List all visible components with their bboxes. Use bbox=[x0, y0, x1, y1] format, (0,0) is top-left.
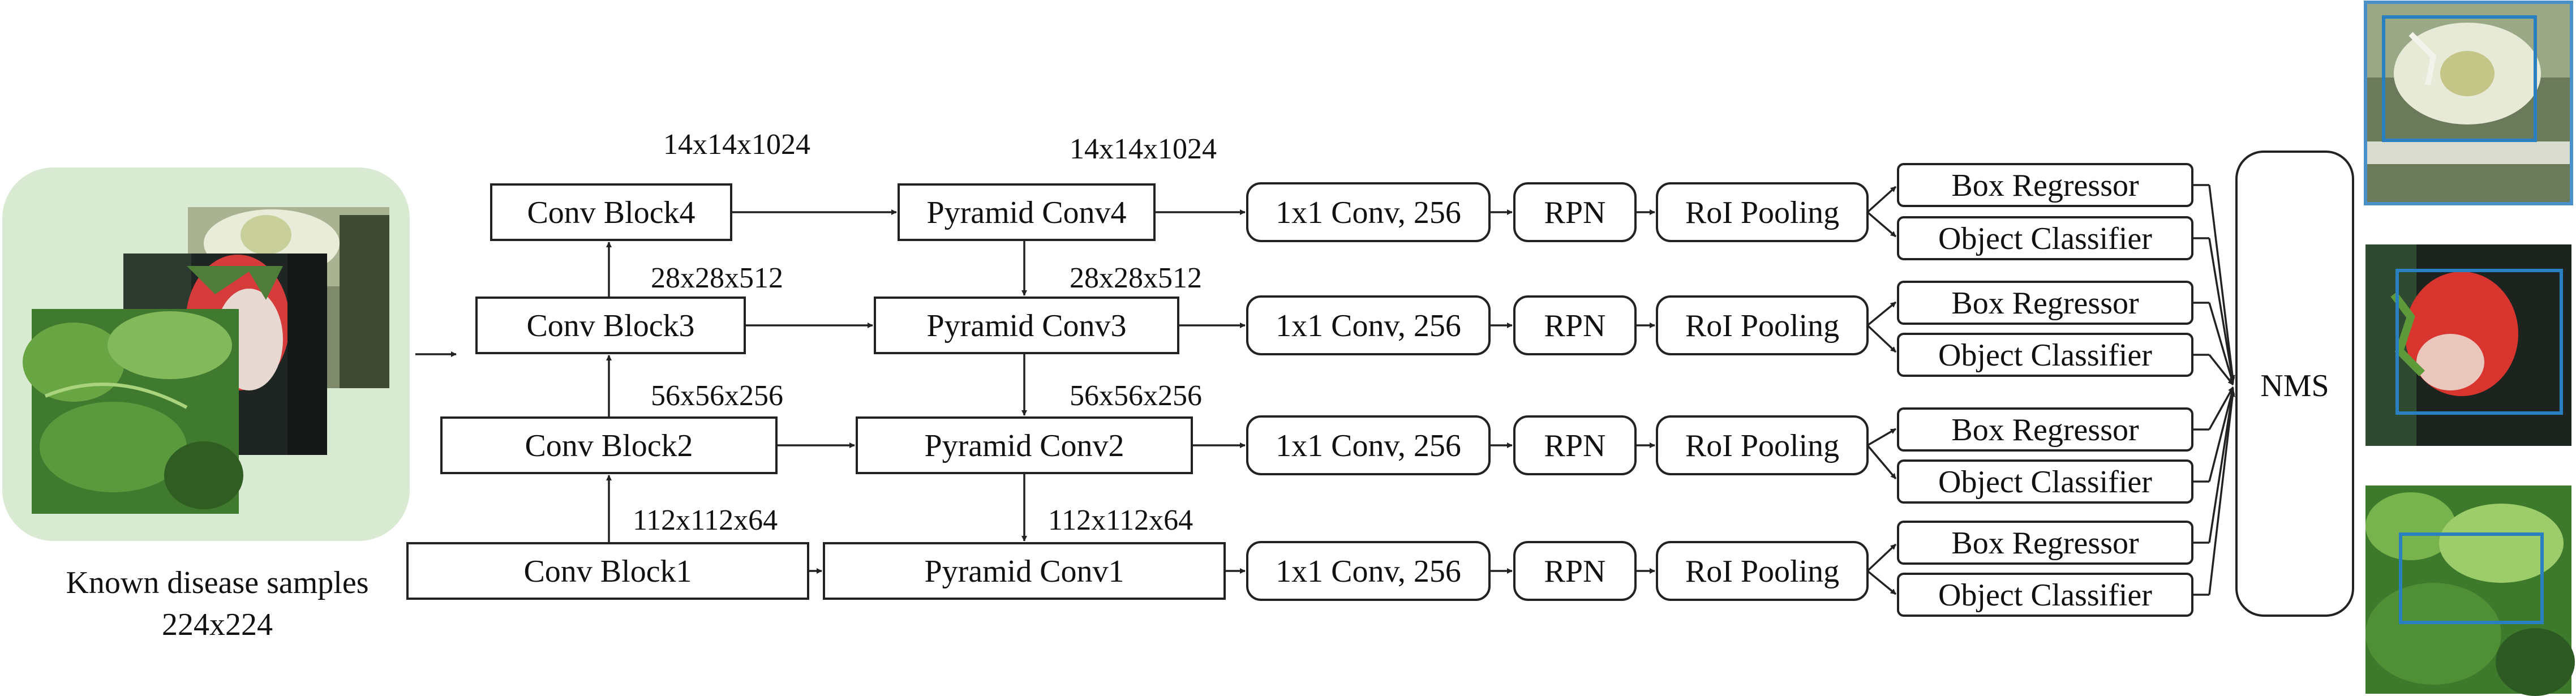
pyramid-conv2-box bbox=[856, 416, 1193, 474]
head-row-4: 1x1 Conv, 256 RPN RoI Pooling Box Regres… bbox=[1246, 163, 2193, 260]
dim-label-pyramid3: 28x28x512 bbox=[1070, 262, 1202, 294]
object-classifier-label-1: Object Classifier bbox=[1938, 578, 2152, 613]
rpn-label-2: RPN bbox=[1544, 428, 1606, 463]
rpn-label-4: RPN bbox=[1544, 195, 1606, 230]
arrow-roi-to-box-1 bbox=[1866, 543, 1897, 572]
pyramid-conv1-label: Pyramid Conv1 bbox=[924, 554, 1124, 589]
nms-box bbox=[2235, 151, 2354, 617]
arrow-roi-to-cls-4 bbox=[1866, 211, 1897, 238]
roi-pooling-label-4: RoI Pooling bbox=[1685, 195, 1839, 230]
dim-label-pyramid1: 112x112x64 bbox=[1048, 504, 1193, 536]
head-row-1: 1x1 Conv, 256 RPN RoI Pooling Box Regres… bbox=[1246, 521, 2193, 617]
box-regressor-label-4: Box Regressor bbox=[1951, 168, 2139, 203]
arrow-roi-to-cls-3 bbox=[1866, 324, 1897, 353]
head-row-3: 1x1 Conv, 256 RPN RoI Pooling Box Regres… bbox=[1246, 281, 2193, 377]
dim-label-block2: 56x56x256 bbox=[651, 380, 783, 412]
pyramid-conv2-label: Pyramid Conv2 bbox=[924, 428, 1124, 463]
pyramid-conv4-label: Pyramid Conv4 bbox=[926, 195, 1126, 230]
arrow-roi-to-cls-2 bbox=[1866, 444, 1897, 480]
conv-block3-box bbox=[475, 297, 746, 354]
dim-label-pyramid2: 56x56x256 bbox=[1070, 380, 1202, 412]
conv-block4-label: Conv Block4 bbox=[527, 195, 695, 230]
head-row-2: 1x1 Conv, 256 RPN RoI Pooling Box Regres… bbox=[1246, 407, 2193, 504]
conv1x1-label-1: 1x1 Conv, 256 bbox=[1276, 554, 1461, 589]
conv-block3-label: Conv Block3 bbox=[526, 308, 694, 343]
input-caption-line1: Known disease samples bbox=[66, 565, 368, 600]
object-classifier-label-4: Object Classifier bbox=[1938, 221, 2152, 256]
arrow-roi-to-box-2 bbox=[1867, 428, 1896, 446]
arrow-roi-to-cls-1 bbox=[1866, 570, 1897, 595]
pyramid-column: Pyramid Conv4 Pyramid Conv3 Pyramid Conv… bbox=[823, 183, 1226, 600]
pyramid-conv1-box bbox=[823, 542, 1226, 600]
pyramid-conv3-label: Pyramid Conv3 bbox=[926, 308, 1126, 343]
box-regressor-label-2: Box Regressor bbox=[1951, 413, 2139, 448]
conv1x1-label-3: 1x1 Conv, 256 bbox=[1276, 308, 1461, 343]
output-image-leaves bbox=[2365, 486, 2575, 696]
output-image-flower bbox=[2364, 1, 2573, 205]
rpn-label-1: RPN bbox=[1544, 554, 1606, 589]
backbone-column: Conv Block4 Conv Block3 Conv Block2 Conv… bbox=[406, 183, 809, 600]
dim-label-block1: 112x112x64 bbox=[633, 504, 778, 536]
dim-label-block3: 28x28x512 bbox=[651, 262, 783, 294]
roi-pooling-label-3: RoI Pooling bbox=[1685, 308, 1839, 343]
box-regressor-label-3: Box Regressor bbox=[1951, 286, 2139, 321]
roi-pooling-label-2: RoI Pooling bbox=[1685, 428, 1839, 463]
conv1x1-label-2: 1x1 Conv, 256 bbox=[1276, 428, 1461, 463]
detection-box-flower bbox=[2382, 15, 2537, 142]
arrow-roi-to-box-3 bbox=[1866, 301, 1897, 326]
input-panel bbox=[2, 167, 410, 541]
conv-block2-box bbox=[440, 416, 778, 474]
detection-box-leaves bbox=[2399, 532, 2544, 624]
nms-label: NMS bbox=[2260, 368, 2329, 403]
object-classifier-label-3: Object Classifier bbox=[1938, 338, 2152, 373]
nms-input-arrow-top bbox=[2208, 184, 2235, 381]
input-caption-line2: 224x224 bbox=[162, 607, 273, 642]
conv-block2-label: Conv Block2 bbox=[525, 428, 693, 463]
dim-label-block4: 14x14x1024 bbox=[663, 128, 810, 161]
dim-label-pyramid4: 14x14x1024 bbox=[1070, 133, 1217, 165]
conv-block4-box bbox=[490, 183, 732, 241]
box-regressor-label-1: Box Regressor bbox=[1951, 526, 2139, 561]
pyramid-conv3-box bbox=[874, 297, 1179, 354]
roi-pooling-label-1: RoI Pooling bbox=[1685, 554, 1839, 589]
conv-block1-label: Conv Block1 bbox=[523, 554, 692, 589]
object-classifier-label-2: Object Classifier bbox=[1938, 465, 2152, 500]
output-image-strawberry bbox=[2365, 244, 2571, 446]
detection-box-strawberry bbox=[2395, 269, 2563, 415]
nms-input-arrow-bottom bbox=[2208, 391, 2235, 595]
conv1x1-label-4: 1x1 Conv, 256 bbox=[1276, 195, 1461, 230]
sample-image-leaves bbox=[23, 309, 243, 514]
arrow-roi-to-box-4 bbox=[1866, 186, 1897, 213]
rpn-label-3: RPN bbox=[1544, 308, 1606, 343]
nms-merge-lines bbox=[2192, 184, 2235, 596]
